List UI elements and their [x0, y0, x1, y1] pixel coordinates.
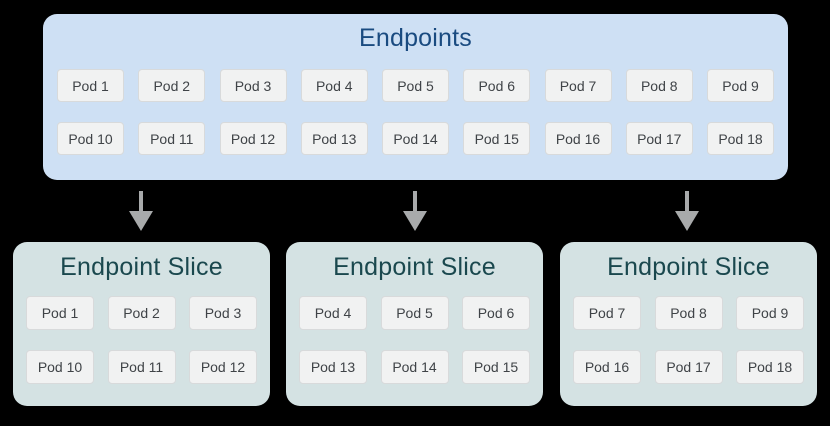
pod-box: Pod 4: [299, 296, 367, 330]
slice-2-pod-row-2: Pod 13 Pod 14 Pod 15: [299, 350, 530, 384]
pod-box: Pod 2: [107, 296, 176, 330]
pod-box: Pod 12: [189, 350, 257, 384]
arrow-head: [675, 211, 699, 231]
pod-box: Pod 3: [189, 296, 257, 330]
endpoints-box: Endpoints Pod 1 Pod 2 Pod 3 Pod 4 Pod 5 Pod 6…: [43, 14, 788, 180]
pod-box: Pod 3: [219, 69, 287, 102]
pod-box: Pod 16: [544, 122, 612, 155]
arrow-stem: [685, 191, 689, 211]
down-arrow-icon: [403, 191, 427, 233]
pod-box: Pod 10: [26, 350, 94, 384]
pod-box: Pod 12: [219, 122, 287, 155]
pod-box: Pod 15: [463, 122, 531, 155]
pod-box: Pod 9: [736, 296, 804, 330]
arrow-stem: [139, 191, 143, 211]
pod-box: Pod 8: [654, 296, 723, 330]
pod-box: Pod 8: [625, 69, 693, 102]
pod-box: Pod 5: [382, 69, 449, 102]
down-arrow-icon: [129, 191, 153, 233]
slice-1-pod-row-1: Pod 1 Pod 2 Pod 3: [26, 296, 257, 330]
pod-box: Pod 10: [57, 122, 124, 155]
pod-box: Pod 16: [573, 350, 641, 384]
endpoints-pod-row-2: Pod 10 Pod 11 Pod 12 Pod 13 Pod 14 Pod 15 Pod …: [57, 122, 774, 155]
pod-box: Pod 13: [299, 350, 367, 384]
endpoints-pod-row-1: Pod 1 Pod 2 Pod 3 Pod 4 Pod 5 Pod 6 Pod 7 Pod 8…: [57, 69, 774, 102]
pod-box: Pod 15: [462, 350, 530, 384]
pod-box: Pod 11: [138, 122, 206, 155]
pod-box: Pod 9: [707, 69, 774, 102]
down-arrow-icon: [675, 191, 699, 233]
endpoint-slice-title: Endpoint Slice: [607, 253, 770, 281]
pod-box: Pod 1: [57, 69, 124, 102]
slice-2-pod-row-1: Pod 4 Pod 5 Pod 6: [299, 296, 530, 330]
pod-box: Pod 17: [654, 350, 723, 384]
slice-1-pod-row-2: Pod 10 Pod 11 Pod 12: [26, 350, 257, 384]
pod-box: Pod 7: [544, 69, 612, 102]
endpoints-title: Endpoints: [359, 24, 472, 52]
pod-box: Pod 4: [300, 69, 368, 102]
arrow-head: [403, 211, 427, 231]
endpoint-slice-title: Endpoint Slice: [60, 253, 223, 281]
pod-box: Pod 13: [300, 122, 368, 155]
slice-3-pod-row-2: Pod 16 Pod 17 Pod 18: [573, 350, 804, 384]
pod-box: Pod 14: [382, 122, 449, 155]
pod-box: Pod 18: [707, 122, 774, 155]
pod-box: Pod 14: [380, 350, 449, 384]
pod-box: Pod 18: [736, 350, 804, 384]
endpoint-slice-title: Endpoint Slice: [333, 253, 496, 281]
pod-box: Pod 7: [573, 296, 641, 330]
pod-box: Pod 6: [462, 296, 530, 330]
arrow-stem: [413, 191, 417, 211]
pod-box: Pod 11: [107, 350, 176, 384]
pod-box: Pod 5: [380, 296, 449, 330]
pod-box: Pod 1: [26, 296, 94, 330]
slice-3-pod-row-1: Pod 7 Pod 8 Pod 9: [573, 296, 804, 330]
pod-box: Pod 17: [625, 122, 693, 155]
pod-box: Pod 6: [463, 69, 531, 102]
pod-box: Pod 2: [138, 69, 206, 102]
arrow-head: [129, 211, 153, 231]
